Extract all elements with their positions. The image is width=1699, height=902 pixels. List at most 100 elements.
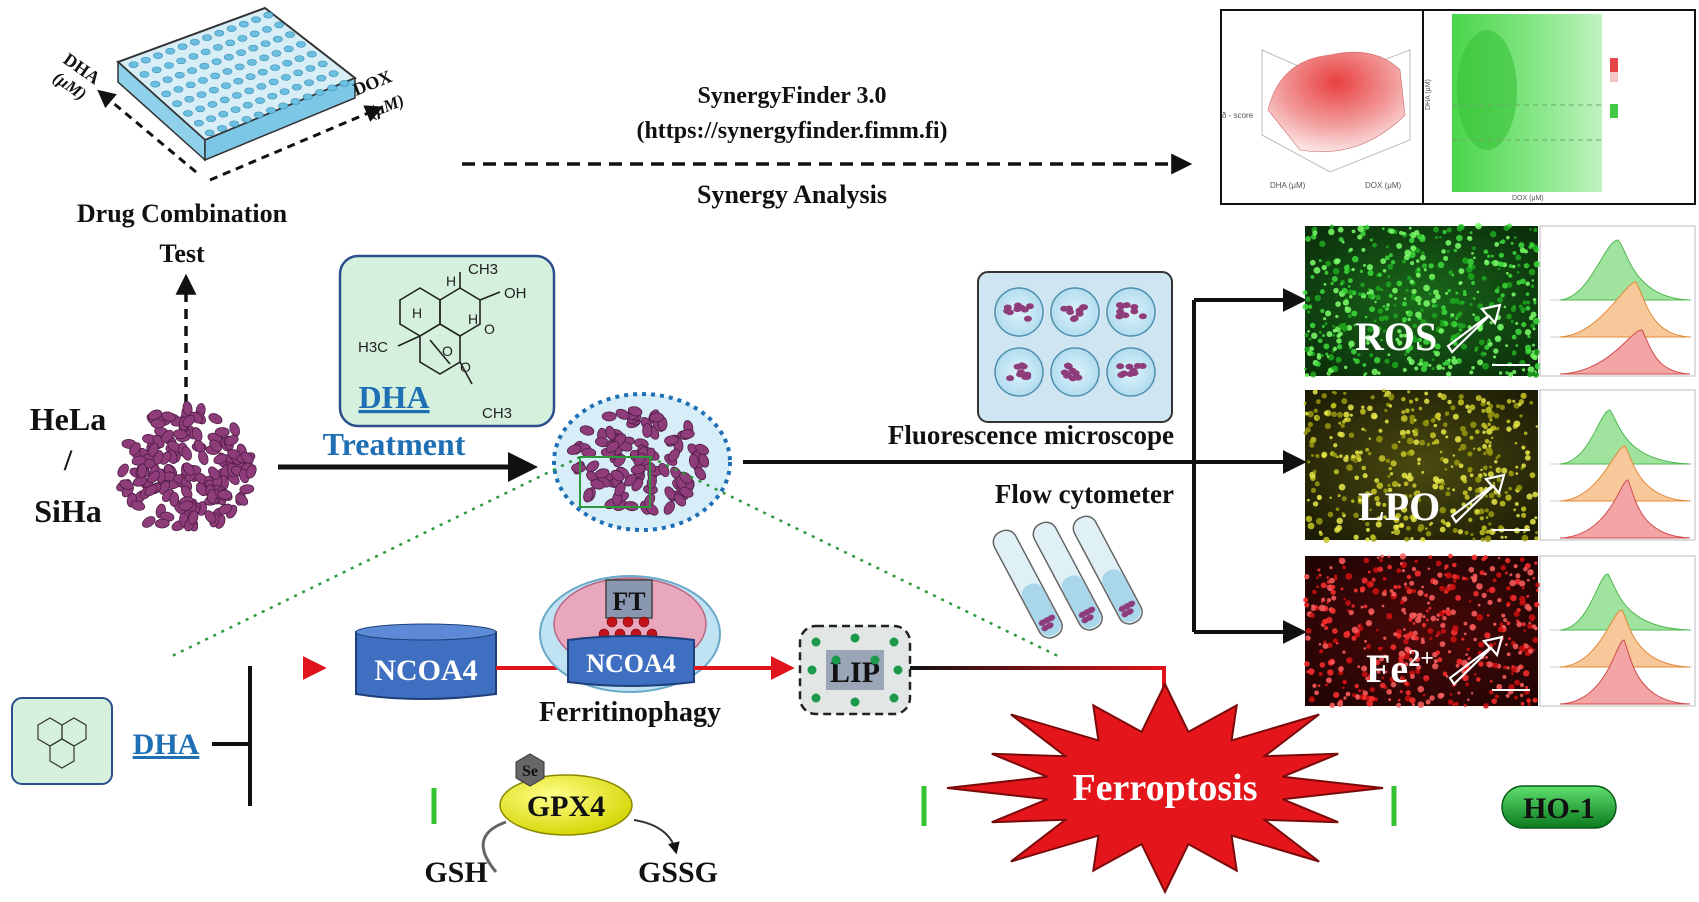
plate-title-line2: Test xyxy=(159,239,205,268)
cell xyxy=(585,460,600,473)
cell xyxy=(198,450,209,466)
dha-small-structure xyxy=(11,697,113,785)
cell xyxy=(245,464,257,479)
iron-dot xyxy=(850,697,860,707)
cell xyxy=(218,503,233,515)
se-label: Se xyxy=(522,763,538,780)
plate-well xyxy=(217,125,227,132)
cell xyxy=(130,500,146,511)
plate-well xyxy=(304,79,314,86)
gpx4-label: GPX4 xyxy=(527,790,605,823)
flow-tube xyxy=(1072,515,1143,625)
synergy-tool-name: SynergyFinder 3.0 xyxy=(698,83,887,109)
plate-well xyxy=(263,11,274,19)
cell xyxy=(1075,310,1084,317)
histogram-lpo xyxy=(1539,389,1696,541)
cell xyxy=(606,441,620,453)
plate-well xyxy=(294,55,305,62)
plate-well xyxy=(153,52,163,59)
plate-well xyxy=(229,120,240,128)
iron-dot xyxy=(889,693,899,703)
cell xyxy=(1069,315,1078,322)
cell xyxy=(229,422,241,437)
cell xyxy=(673,493,687,507)
plate-well xyxy=(262,26,272,33)
cell xyxy=(679,487,694,498)
cell xyxy=(1117,372,1126,379)
plate-well xyxy=(207,101,218,108)
atom-ch3-bottom: CH3 xyxy=(482,405,512,422)
treatment-label: Treatment xyxy=(323,426,466,462)
plate-well xyxy=(233,77,244,85)
cell xyxy=(583,487,594,503)
plate-well xyxy=(213,44,223,51)
plate-well xyxy=(193,119,204,127)
lip-node: LIP xyxy=(798,624,912,716)
plate-well xyxy=(206,115,216,122)
plate-well xyxy=(302,93,313,101)
cell xyxy=(1013,306,1022,313)
zoom-box xyxy=(579,456,651,508)
cell xyxy=(206,489,217,505)
plate-well xyxy=(199,62,210,70)
ncoa4-label: NCOA4 xyxy=(374,654,477,687)
cell xyxy=(601,411,617,422)
cell xyxy=(664,486,676,501)
cell xyxy=(615,408,630,420)
plate-well xyxy=(255,97,265,104)
cell xyxy=(169,492,180,507)
plot3d-ylabel: DOX (μM) xyxy=(1365,181,1401,190)
panel-fe-label: Fe2+ xyxy=(1366,646,1434,691)
cell xyxy=(1023,315,1032,322)
plate-well xyxy=(248,44,259,52)
plate-well xyxy=(253,111,264,119)
plate-well xyxy=(306,50,317,58)
plate-well xyxy=(237,35,248,42)
plate-well xyxy=(183,110,193,117)
ros-up-arrow xyxy=(1446,303,1502,354)
plate-well xyxy=(161,90,172,98)
plate-well xyxy=(219,96,230,104)
plate-well xyxy=(242,101,253,109)
plate-well xyxy=(177,43,188,50)
plate-well xyxy=(339,80,350,87)
panel-lpo-label: LPO xyxy=(1358,484,1440,529)
ncoa4-complex-label: NCOA4 xyxy=(586,649,676,678)
plate-well xyxy=(270,64,280,71)
plate-well xyxy=(173,86,184,93)
plate-well xyxy=(232,92,242,99)
cell xyxy=(217,489,233,500)
atom-o2: O xyxy=(442,343,453,359)
cell xyxy=(571,462,586,473)
cell xyxy=(144,484,158,497)
plate-well xyxy=(189,38,200,46)
plate-well xyxy=(256,83,267,90)
ho1-node: HO-1 xyxy=(1501,785,1617,829)
cell xyxy=(1122,302,1131,309)
cell xyxy=(1130,370,1139,377)
cell xyxy=(240,451,254,465)
plate-well xyxy=(187,67,197,74)
plate-well xyxy=(274,21,285,29)
plate-well xyxy=(188,53,199,60)
cell xyxy=(129,442,141,456)
synergy-3d-surface-plot: δ - score DHA (μM) DOX (μM) xyxy=(1222,49,1411,190)
plate-well xyxy=(223,53,234,61)
well-plate-illustration xyxy=(116,6,357,162)
atom-h-right: H xyxy=(446,273,456,289)
cell xyxy=(147,470,161,484)
synergy-plots: δ - score DHA (μM) DOX (μM) DHA (μM) DOX… xyxy=(1220,9,1696,205)
cell xyxy=(208,466,220,480)
cell xyxy=(224,434,239,446)
plate-well xyxy=(140,56,151,64)
ft-label: FT xyxy=(612,587,645,616)
plate-well xyxy=(260,40,271,47)
plate-well xyxy=(278,102,289,110)
cell xyxy=(627,406,643,417)
cell xyxy=(182,462,195,476)
lpo-up-arrow xyxy=(1450,473,1506,524)
plate-well xyxy=(196,91,207,98)
cell xyxy=(658,463,670,477)
cell xyxy=(209,439,222,452)
